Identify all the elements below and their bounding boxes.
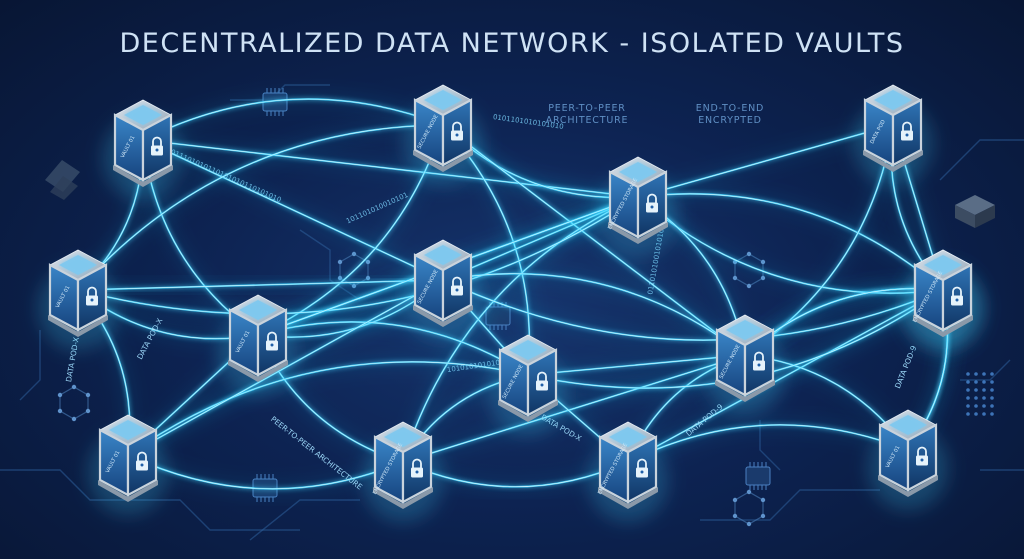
padlock-icon: [86, 286, 98, 306]
vault-node: ENCRYPTED STORAGE: [363, 421, 443, 522]
cube-base: [373, 487, 433, 509]
cube-top-light: [109, 420, 147, 440]
molecule-icon: [732, 489, 766, 527]
vault-node: ENCRYPTED STORAGE: [598, 156, 678, 257]
vault-node: VAULT 01: [88, 414, 168, 515]
network-link-core: [402, 196, 639, 463]
padlock-icon: [636, 458, 648, 478]
vault-node: SECURE NODE: [403, 84, 483, 185]
padlock-icon: [916, 446, 928, 466]
padlock-icon: [901, 121, 913, 141]
chip-icon: [745, 462, 771, 490]
caption-end-to-end-line2: ENCRYPTED: [698, 115, 762, 126]
cube-base: [863, 150, 923, 172]
cube-top-light: [424, 90, 462, 110]
network-link-core: [627, 289, 944, 463]
vault-node: SECURE NODE: [488, 334, 568, 435]
diagram-title: DECENTRALIZED DATA NETWORK - ISOLATED VA…: [119, 28, 905, 59]
circuit-trace: [249, 499, 360, 541]
caption-end-to-end-line1: END-TO-END: [695, 103, 765, 114]
vault-node: DATA POD: [853, 84, 933, 185]
cube-base: [113, 165, 173, 187]
cube-base: [598, 487, 658, 509]
network-link-core: [442, 273, 746, 356]
cube-base: [228, 360, 288, 382]
padlock-icon: [951, 286, 963, 306]
padlock-icon: [266, 331, 278, 351]
caption-peer-to-peer: PEER-TO-PEER ARCHITECTURE: [532, 103, 642, 127]
padlock-icon: [136, 451, 148, 471]
circuit-trace: [759, 420, 781, 471]
padlock-icon: [536, 371, 548, 391]
cube-top-light: [384, 427, 422, 447]
cube-top-light: [874, 90, 912, 110]
link-glow: [141, 96, 445, 143]
network-link-core: [127, 361, 529, 456]
padlock-icon: [753, 351, 765, 371]
cube-top-light: [59, 255, 97, 275]
vault-node: VAULT 01: [38, 249, 118, 350]
cube-top-light: [424, 245, 462, 265]
padlock-icon: [451, 121, 463, 141]
decorative-cube-icon: [955, 195, 995, 228]
decorative-blocks-icon: [45, 160, 80, 200]
padlock-icon: [151, 136, 163, 156]
cube-top-light: [239, 300, 277, 320]
network-link-core: [442, 279, 944, 341]
circuit-trace: [960, 359, 1011, 381]
cube-base: [878, 475, 938, 497]
path-label: DATA POD-9: [893, 344, 918, 390]
molecule-icon: [732, 251, 766, 289]
circuit-trace: [19, 330, 41, 401]
cube-top-light: [609, 427, 647, 447]
padlock-icon: [451, 276, 463, 296]
dot-pattern: [966, 372, 994, 416]
cube-top-light: [124, 105, 162, 125]
cube-base: [715, 380, 775, 402]
vault-node: VAULT 01: [103, 99, 183, 200]
cube-top-light: [924, 255, 962, 275]
network-link-core: [142, 98, 444, 141]
path-label: PEER-TO-PEER ARCHITECTURE: [269, 415, 364, 492]
caption-end-to-end: END-TO-END ENCRYPTED: [680, 103, 780, 127]
vault-node: SECURE NODE: [705, 314, 785, 415]
molecule-icon: [57, 384, 91, 422]
network-link-core: [402, 354, 746, 463]
cube-top-light: [889, 415, 927, 435]
cube-base: [98, 480, 158, 502]
cube-top-light: [509, 340, 547, 360]
vault-node: SECURE NODE: [403, 239, 483, 340]
cube-top-light: [726, 320, 764, 340]
circuit-trace: [700, 489, 880, 521]
cube-top-light: [619, 162, 657, 182]
network-link-core: [142, 139, 639, 198]
cube-base: [413, 150, 473, 172]
cube-base: [608, 222, 668, 244]
network-link-core: [77, 196, 639, 315]
caption-peer-to-peer-line2: ARCHITECTURE: [545, 115, 629, 126]
vault-node: VAULT 01: [218, 294, 298, 395]
circuit-trace: [299, 229, 361, 301]
caption-peer-to-peer-line1: PEER-TO-PEER: [548, 103, 626, 114]
vault-node: ENCRYPTED STORAGE: [903, 249, 983, 350]
network-link-core: [257, 321, 529, 376]
network-link-core: [77, 279, 444, 291]
padlock-icon: [646, 193, 658, 213]
vault-node: VAULT 01: [868, 409, 948, 510]
circuit-trace: [939, 139, 1024, 181]
network-link: [627, 424, 909, 463]
cube-base: [48, 315, 108, 337]
circuit-traces: [0, 84, 1024, 541]
network-link-core: [627, 424, 909, 463]
network-link-core: [77, 124, 444, 291]
cube-base: [913, 315, 973, 337]
network-link-core: [637, 193, 944, 291]
cube-base: [413, 305, 473, 327]
padlock-icon: [411, 458, 423, 478]
cube-base: [498, 400, 558, 422]
vault-node: ENCRYPTED STORAGE: [588, 421, 668, 522]
